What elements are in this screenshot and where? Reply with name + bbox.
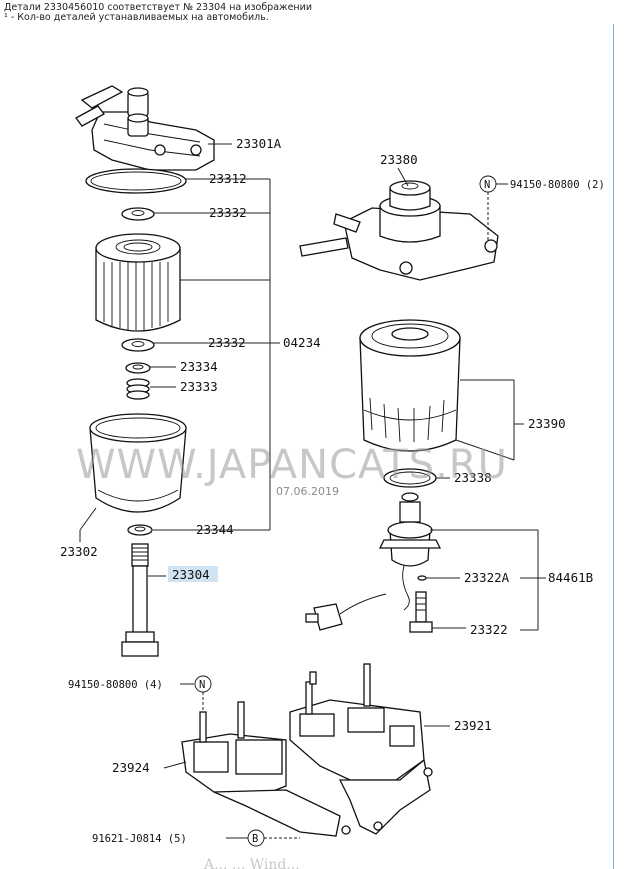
callout-23302[interactable]: 23302: [60, 544, 98, 559]
callout-84461B[interactable]: 84461B: [548, 570, 593, 585]
fuel-filter-23390: [359, 319, 461, 452]
marker-n-top-label: N: [484, 179, 490, 191]
callout-23304[interactable]: 23304: [172, 567, 210, 582]
bracket-23921: [289, 663, 433, 835]
callout-23333[interactable]: 23333: [180, 379, 218, 394]
callout-91621-J0814-5[interactable]: 91621-J0814 (5): [92, 833, 187, 845]
leader-lines: [79, 143, 546, 839]
washer-23332-lower: [121, 338, 155, 352]
o-ring-23338: [383, 468, 437, 488]
callout-23322[interactable]: 23322: [470, 622, 508, 637]
callout-23924[interactable]: 23924: [112, 760, 150, 775]
center-bolt-23304: [121, 543, 159, 657]
priming-pump-23380: [299, 180, 499, 281]
marker-n-top: [479, 175, 497, 193]
filter-head-23301A: [75, 85, 215, 171]
marker-n-bottom-label: N: [199, 679, 205, 691]
callout-23344[interactable]: 23344: [196, 522, 234, 537]
watermark-date: 07.06.2019: [276, 485, 339, 498]
callout-94150-80800-2[interactable]: 94150-80800 (2): [510, 179, 605, 191]
callout-23312[interactable]: 23312: [209, 171, 247, 186]
callout-94150-80800-4[interactable]: 94150-80800 (4): [68, 679, 163, 691]
highlight-box-23304: [168, 566, 218, 582]
callout-04234[interactable]: 04234: [283, 335, 321, 350]
filter-element-04234: [95, 233, 181, 332]
watermark-japancats: WWW.JAPANCATS.RU: [76, 442, 508, 488]
callout-23338[interactable]: 23338: [454, 470, 492, 485]
washer-23332-top: [121, 207, 155, 221]
o-ring-23312: [85, 168, 187, 194]
filter-case-23302: [89, 413, 187, 513]
callout-23380[interactable]: 23380: [380, 152, 418, 167]
washer-23334: [125, 362, 151, 374]
marker-n-bottom: [194, 675, 212, 693]
diagram-frame: [0, 24, 614, 869]
header-line-quantity-note: ¹ - Кол-во деталей устанавливаемых на ав…: [4, 12, 269, 23]
callout-23332-top[interactable]: 23332: [209, 205, 247, 220]
callout-23921[interactable]: 23921: [454, 718, 492, 733]
callout-23332-lower[interactable]: 23332: [208, 335, 246, 350]
bracket-23924: [181, 701, 351, 837]
water-sensor-84461B: [305, 492, 442, 631]
callout-23301A[interactable]: 23301A: [236, 136, 282, 151]
callout-23390[interactable]: 23390: [528, 416, 566, 431]
marker-b-label: B: [252, 833, 258, 845]
gasket-23344: [127, 524, 153, 536]
spring-23333: [126, 378, 150, 400]
marker-b: [247, 829, 265, 847]
watermark-bottom-partial: A... ... Wind...: [203, 857, 300, 869]
callout-23334[interactable]: 23334: [180, 359, 218, 374]
gasket-23322A: [417, 575, 427, 581]
callout-23322A[interactable]: 23322A: [464, 570, 510, 585]
drain-plug-23322: [409, 591, 433, 633]
header-line-part-number: Детали 2330456010 соответствует № 23304 …: [4, 2, 312, 13]
